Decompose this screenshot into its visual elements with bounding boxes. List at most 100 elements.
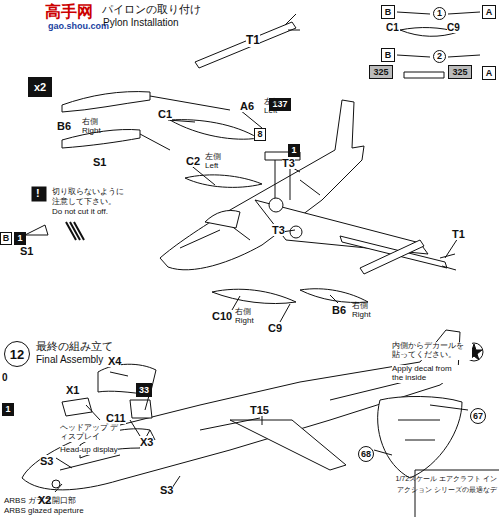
illustration-stroke — [265, 152, 300, 200]
part-label: ヘッドアップ ディスプレイ — [60, 424, 120, 442]
illustration-stroke — [60, 378, 420, 470]
part-label: C11 — [106, 412, 126, 424]
part-label: Head-up display — [60, 446, 118, 455]
illustration-stroke — [300, 289, 368, 303]
illustration-stroke — [185, 175, 262, 187]
part-label: T1 — [452, 228, 465, 240]
part-label: 切り取らないように — [52, 188, 124, 197]
part-number: 325 — [452, 68, 467, 77]
part-number: 1 — [17, 234, 22, 243]
part-label: C9 — [447, 22, 460, 33]
part-number-box: B — [0, 232, 12, 245]
part-label: B6 — [332, 304, 346, 316]
part-label: S1 — [20, 245, 33, 257]
illustration-stroke — [55, 372, 262, 492]
part-label: T3 — [282, 157, 295, 169]
part-label: 1/72スケール エアクラフト イン — [395, 475, 497, 483]
illustration-stroke — [32, 187, 46, 201]
part-label: ARBS ガラス開口部 — [4, 497, 76, 506]
part-number: A — [486, 69, 493, 78]
illustration-stroke — [168, 110, 458, 322]
part-label: S3 — [40, 455, 53, 467]
upper-aircraft — [160, 14, 458, 322]
part-label: T15 — [250, 404, 269, 416]
part-label: A6 — [240, 100, 254, 112]
part-label: アクション シリーズの最適なデ — [397, 486, 497, 494]
part-number: 1 — [291, 146, 296, 155]
part-label: ARBS glazed aperture — [4, 507, 84, 516]
illustration-stroke — [374, 405, 468, 455]
part-number: 325 — [373, 68, 388, 77]
watermark: gao.shou.com — [48, 22, 109, 32]
illustration-stroke — [230, 420, 346, 470]
illustration-stroke — [66, 222, 84, 240]
part-label: C10 — [212, 310, 232, 322]
part-label: 内側からデカールを 貼ってください。 — [392, 342, 472, 360]
part-number-box: 33 — [136, 383, 152, 397]
illustration-stroke — [360, 240, 424, 274]
part-number-box: 1 — [2, 403, 14, 416]
part-number-box: A — [482, 5, 496, 19]
part-number: 12 — [10, 348, 24, 361]
part-number: B — [3, 234, 10, 243]
part-label: C1 — [158, 108, 172, 120]
top-right-parts — [397, 12, 480, 78]
part-number-box: 325 — [448, 65, 472, 79]
part-label: S3 — [160, 484, 173, 496]
part-number-box: 1 — [288, 144, 300, 157]
illustration-stroke — [378, 396, 462, 478]
part-label: 右側 — [352, 302, 368, 311]
part-label: X1 — [66, 384, 79, 396]
part-label: T3 — [272, 224, 285, 236]
illustration-stroke — [98, 364, 156, 395]
part-label: Right — [352, 311, 371, 320]
part-label: Right — [82, 127, 101, 136]
step-circle: 2 — [433, 50, 446, 63]
part-label: Do not cut it off. — [52, 208, 108, 217]
step-circle: 67 — [470, 408, 486, 424]
part-label: Left — [205, 162, 218, 171]
part-label: X4 — [108, 355, 121, 367]
part-label: C9 — [268, 322, 282, 334]
part-label: Pylon Installation — [103, 17, 179, 28]
part-number-box: 8 — [254, 128, 266, 141]
illustration-stroke — [62, 92, 150, 112]
part-number: 2 — [437, 52, 442, 61]
illustration-stroke — [25, 225, 48, 235]
illustration-stroke — [212, 289, 296, 303]
illustration-stroke — [52, 480, 60, 488]
part-number: B — [385, 8, 392, 17]
part-number: 1 — [437, 9, 442, 18]
part-label: 0 — [2, 372, 8, 383]
part-label: Apply decal from the inside — [392, 365, 462, 383]
decal-detail — [374, 343, 499, 517]
part-label: Left — [264, 107, 277, 116]
part-number-box: B — [381, 48, 395, 62]
illustration-stroke — [205, 210, 240, 228]
part-number-box: x2 — [28, 77, 52, 97]
part-label: Final Assembly — [36, 354, 103, 365]
part-label: B6 — [57, 120, 71, 132]
illustration-stroke — [195, 14, 300, 68]
part-number: 33 — [139, 386, 149, 395]
step-circle: 12 — [4, 341, 30, 367]
illustration-stroke — [170, 120, 258, 140]
part-number: 68 — [361, 450, 371, 459]
step-circle: 1 — [433, 7, 446, 20]
illustration-stroke — [269, 198, 283, 212]
part-label: 右側 — [82, 118, 98, 127]
part-label: Right — [235, 317, 254, 326]
part-number: 1 — [5, 405, 10, 414]
part-label: X3 — [140, 436, 153, 448]
part-number-box: A — [482, 66, 496, 80]
watermark: 高手网 — [45, 3, 93, 21]
part-number: 67 — [473, 412, 483, 421]
part-number: 8 — [257, 130, 262, 139]
illustration-stroke — [290, 226, 302, 238]
part-label: 左側 — [205, 153, 221, 162]
illustration-stroke — [140, 96, 230, 150]
part-label: 最終の組み立て — [36, 340, 113, 352]
illustration-stroke — [130, 400, 152, 418]
part-label: 左側 — [264, 98, 280, 107]
part-number: A — [486, 8, 493, 17]
